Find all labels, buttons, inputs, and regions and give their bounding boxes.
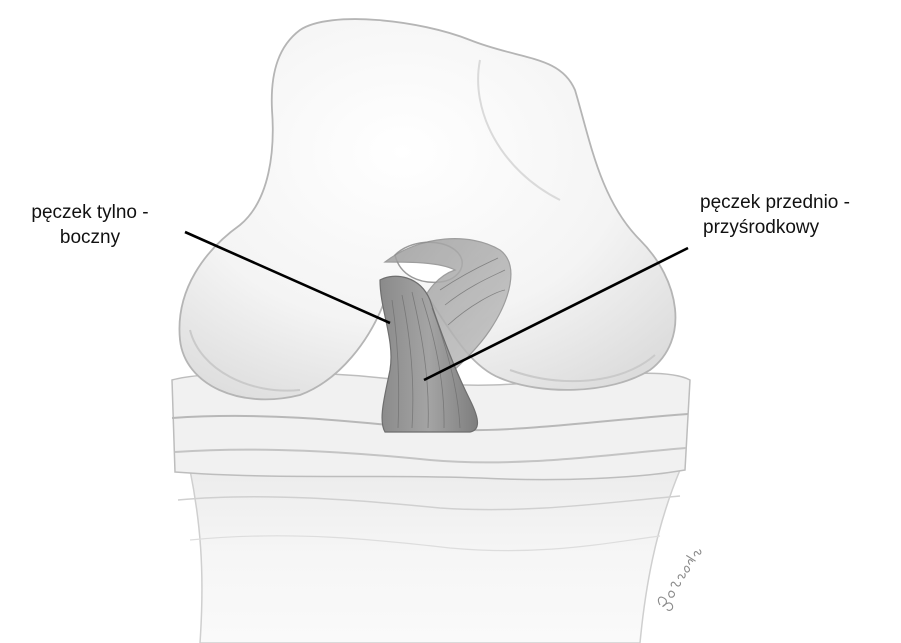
label-anteromedial-bundle: pęczek przednio - przyśrodkowy (700, 190, 900, 240)
label-posterolateral-bundle: pęczek tylno - boczny (10, 200, 170, 250)
label-posterolateral-line2: boczny (10, 225, 170, 250)
tibia-shaft (190, 470, 680, 643)
artist-signature (656, 545, 706, 612)
label-anteromedial-line1: pęczek przednio - (700, 190, 900, 215)
label-posterolateral-line1: pęczek tylno - (10, 200, 170, 225)
label-anteromedial-line2: przyśrodkowy (700, 215, 900, 240)
